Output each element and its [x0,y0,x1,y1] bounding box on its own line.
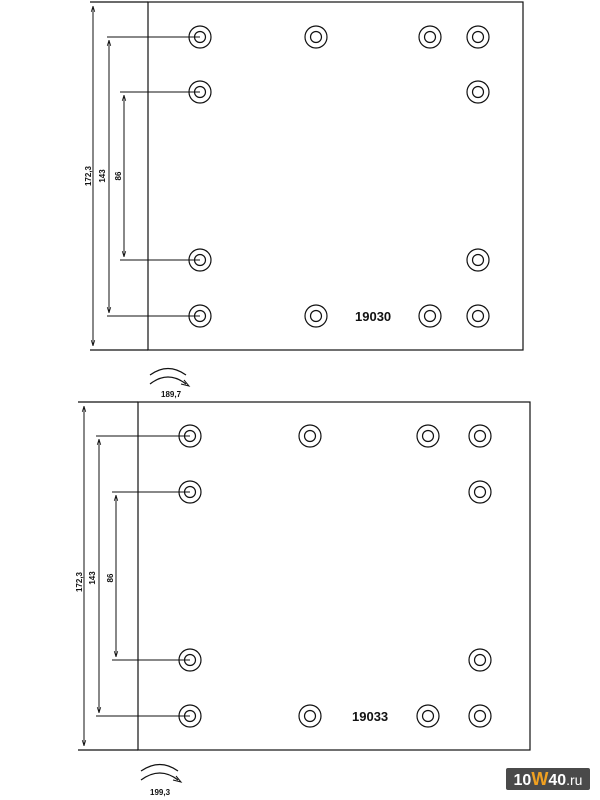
pad-2-rivet-holes [178,424,492,728]
pad-2-arc-dimension: 199,3 [150,788,171,797]
pad-2-dimension-outer: 143 [88,571,97,585]
rivet-hole [468,480,492,504]
rivet-hole [188,25,212,49]
logo-prefix: 10 [513,772,532,789]
rivet-hole [298,424,322,448]
rivet-hole [178,704,202,728]
pad-1-dimension-total: 172,3 [84,165,93,186]
rivet-hole [188,80,212,104]
pad-1-outline [147,1,524,351]
rivet-hole [304,304,328,328]
pad-1-rivet-holes [188,25,490,328]
rivet-hole [298,704,322,728]
logo-domain: .ru [566,772,583,788]
pad-2-part-number: 19033 [352,709,388,724]
pad-2-dimension-inner: 86 [106,573,115,582]
pad-1-part-number: 19030 [355,309,391,324]
rivet-hole [416,424,440,448]
pad-1-dimension-outer: 143 [98,169,107,183]
pad-1-dimension-inner: 86 [114,171,123,180]
rivet-hole [418,25,442,49]
rivet-hole [466,25,490,49]
rivet-hole [178,648,202,672]
pad-1-arc-symbol [149,367,191,387]
brake-pad-1: 172,3 143 86 19030 [84,1,524,399]
pad-2-dimension-total: 172,3 [75,571,84,592]
logo-suffix: 40 [548,772,567,789]
pad-2-arc-symbol [140,763,183,783]
rivet-hole [178,480,202,504]
pad-2-outline [137,401,531,751]
rivet-hole [418,304,442,328]
rivet-hole [466,304,490,328]
rivet-hole [188,304,212,328]
site-logo: 10W40.ru [506,768,590,790]
rivet-hole [188,248,212,272]
brake-pad-2: 172,3 143 86 19033 [75,401,531,797]
rivet-hole [416,704,440,728]
pad-1-arc-dimension: 189,7 [161,390,182,399]
rivet-hole [468,424,492,448]
rivet-hole [468,704,492,728]
rivet-hole [468,648,492,672]
rivet-hole [466,80,490,104]
rivet-hole [178,424,202,448]
rivet-hole [466,248,490,272]
rivet-hole [304,25,328,49]
logo-mark: W [531,769,549,789]
